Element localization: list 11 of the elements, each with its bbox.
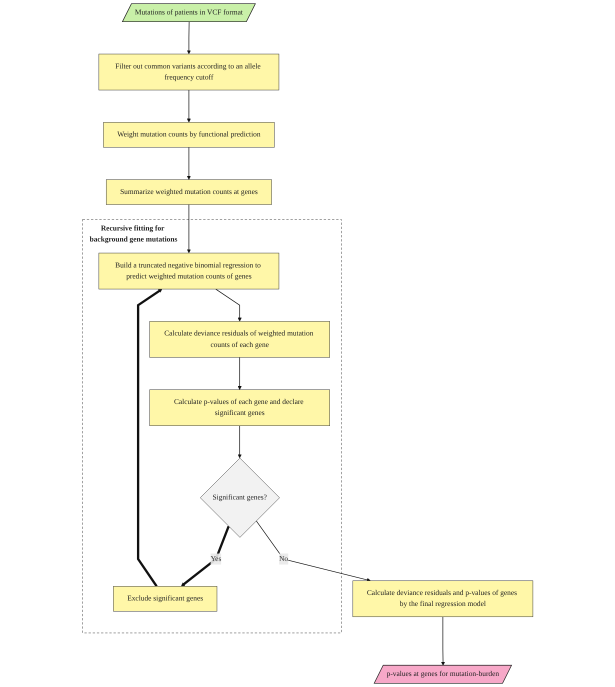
arrow: [440, 616, 445, 666]
arrow: [256, 520, 371, 582]
arrow: [186, 146, 191, 180]
arrow: [180, 526, 230, 586]
arrow: [186, 90, 191, 123]
arrow: [237, 357, 242, 390]
arrow: [136, 288, 162, 587]
arrow: [237, 425, 242, 458]
arrow: [186, 204, 191, 254]
arrow: [215, 288, 242, 322]
arrow: [186, 22, 191, 54]
